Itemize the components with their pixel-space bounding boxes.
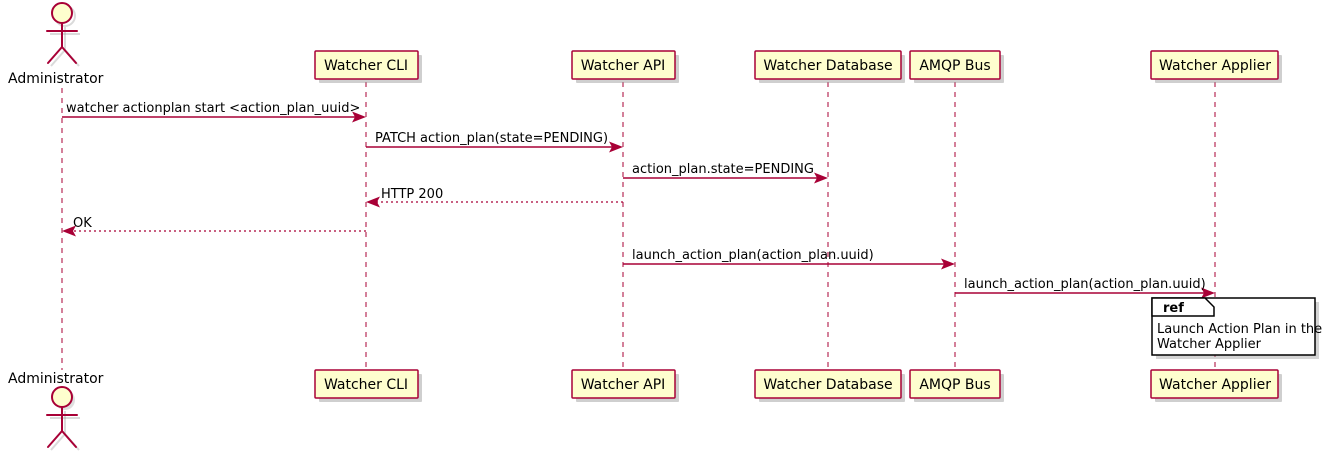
actor-label-administrator-bottom: Administrator xyxy=(8,371,104,387)
participant-box-watcher-api-bottom[interactable]: Watcher API xyxy=(571,369,679,402)
participant-label-watcher-cli-bottom: Watcher CLI xyxy=(324,377,408,393)
message-4-http-200: HTTP 200 xyxy=(366,187,623,208)
participant-box-rect xyxy=(909,50,1001,80)
message-7-label: launch_action_plan(action_plan.uuid) xyxy=(964,277,1206,292)
ref-fragment-line-2: Watcher Applier xyxy=(1157,337,1262,352)
actor-head-icon xyxy=(51,386,73,408)
participant-label-watcher-cli-top: Watcher CLI xyxy=(324,58,408,74)
participant-box-rect xyxy=(314,50,419,80)
message-1-label: watcher actionplan start <action_plan_uu… xyxy=(66,101,360,116)
participant-label-watcher-api-top: Watcher API xyxy=(581,58,666,74)
actor-administrator-bottom[interactable]: Administrator xyxy=(8,371,104,451)
actor-leg-right-icon xyxy=(61,430,77,448)
participant-box-rect xyxy=(754,369,902,399)
message-7-launch-action-plan-applier: launch_action_plan(action_plan.uuid) xyxy=(955,277,1215,299)
message-1-watcher-actionplan-start: watcher actionplan start <action_plan_uu… xyxy=(62,101,366,123)
participant-box-watcher-cli-top[interactable]: Watcher CLI xyxy=(314,50,422,83)
participant-label-watcher-applier-top: Watcher Applier xyxy=(1159,58,1271,74)
ref-fragment[interactable]: ref Launch Action Plan in the Watcher Ap… xyxy=(1151,297,1322,359)
message-3-arrowhead-icon xyxy=(814,172,828,184)
message-3-label: action_plan.state=PENDING xyxy=(632,162,814,177)
message-3-action-plan-state-pending: action_plan.state=PENDING xyxy=(623,162,828,184)
message-6-label: launch_action_plan(action_plan.uuid) xyxy=(632,248,874,263)
participant-box-watcher-applier-bottom[interactable]: Watcher Applier xyxy=(1150,369,1282,402)
participant-label-watcher-applier-bottom: Watcher Applier xyxy=(1159,377,1271,393)
participant-label-amqp-bus-top: AMQP Bus xyxy=(919,58,990,74)
message-7-arrowhead-icon xyxy=(1201,287,1215,299)
actor-head-icon xyxy=(51,2,73,24)
participant-box-amqp-bus-top[interactable]: AMQP Bus xyxy=(909,50,1004,83)
participant-box-watcher-applier-top[interactable]: Watcher Applier xyxy=(1150,50,1282,83)
participant-label-watcher-database-top: Watcher Database xyxy=(763,58,892,74)
message-4-label: HTTP 200 xyxy=(381,187,443,202)
ref-fragment-line-1: Launch Action Plan in the xyxy=(1157,322,1322,337)
message-4-arrowhead-icon xyxy=(366,196,380,208)
lifelines-group xyxy=(61,82,1216,370)
participant-label-watcher-api-bottom: Watcher API xyxy=(581,377,666,393)
participant-box-amqp-bus-bottom[interactable]: AMQP Bus xyxy=(909,369,1004,402)
message-2-arrowhead-icon xyxy=(609,141,623,153)
message-5-label: OK xyxy=(73,216,92,231)
participant-label-watcher-database-bottom: Watcher Database xyxy=(763,377,892,393)
participant-box-rect xyxy=(1150,369,1279,399)
message-6-launch-action-plan-amqp: launch_action_plan(action_plan.uuid) xyxy=(623,248,955,270)
actor-leg-left-icon xyxy=(47,46,63,64)
ref-fragment-tab xyxy=(1151,297,1215,317)
participant-box-rect xyxy=(909,369,1001,399)
message-5-arrowhead-icon xyxy=(62,225,76,237)
participant-label-amqp-bus-bottom: AMQP Bus xyxy=(919,377,990,393)
actor-label-administrator-top: Administrator xyxy=(8,71,104,87)
ref-fragment-title: ref xyxy=(1163,301,1184,316)
participant-box-rect xyxy=(314,369,419,399)
participant-box-rect xyxy=(754,50,902,80)
participant-box-rect xyxy=(571,50,676,80)
participant-box-rect xyxy=(1150,50,1279,80)
participant-box-rect xyxy=(571,369,676,399)
participant-box-watcher-cli-bottom[interactable]: Watcher CLI xyxy=(314,369,422,402)
message-6-arrowhead-icon xyxy=(941,258,955,270)
actor-leg-right-icon xyxy=(61,46,77,64)
actor-administrator-top[interactable]: Administrator xyxy=(8,2,104,87)
message-2-patch-action-plan: PATCH action_plan(state=PENDING) xyxy=(366,131,623,153)
participant-box-watcher-database-top[interactable]: Watcher Database xyxy=(754,50,905,83)
participant-box-watcher-api-top[interactable]: Watcher API xyxy=(571,50,679,83)
actor-leg-left-icon xyxy=(47,430,63,448)
message-1-arrowhead-icon xyxy=(352,111,366,123)
participant-box-watcher-database-bottom[interactable]: Watcher Database xyxy=(754,369,905,402)
message-5-ok: OK xyxy=(62,216,366,237)
message-2-label: PATCH action_plan(state=PENDING) xyxy=(375,131,608,146)
